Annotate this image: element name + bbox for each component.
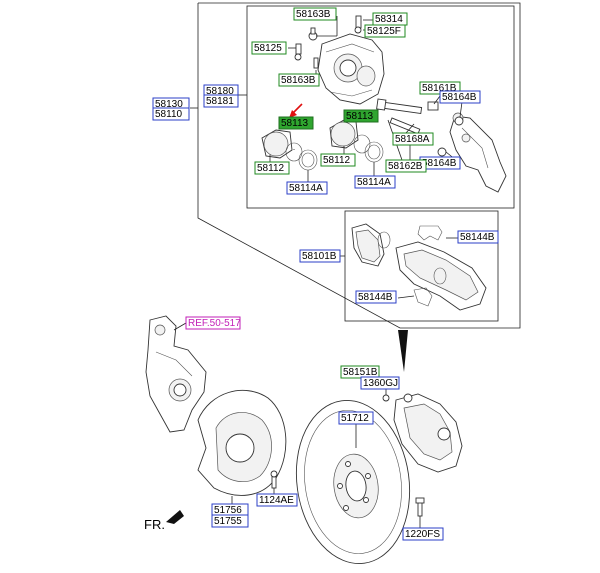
brake-pad-outer bbox=[395, 241, 487, 311]
label-58125F: 58125F bbox=[364, 24, 406, 38]
svg-text:51755: 51755 bbox=[214, 516, 242, 527]
label-58168A: 58168A bbox=[392, 132, 434, 146]
label-58144B-bot: 58144B bbox=[355, 290, 397, 304]
label-1124AE: 1124AE bbox=[256, 493, 298, 507]
svg-text:58130: 58130 bbox=[155, 99, 183, 110]
label-51712: 51712 bbox=[338, 411, 374, 425]
label-1220FS: 1220FS bbox=[402, 527, 444, 541]
svg-text:51756: 51756 bbox=[214, 505, 242, 516]
svg-text:1360GJ: 1360GJ bbox=[363, 378, 398, 389]
svg-text:58168A: 58168A bbox=[395, 134, 430, 145]
label-51755: 51755 bbox=[211, 514, 249, 528]
svg-text:58113: 58113 bbox=[346, 111, 374, 122]
svg-text:51712: 51712 bbox=[341, 413, 369, 424]
front-direction-label: FR. bbox=[144, 517, 165, 532]
boot-58164B-bot bbox=[437, 147, 447, 157]
label-58144B-top: 58144B bbox=[457, 230, 499, 244]
svg-text:58144B: 58144B bbox=[358, 292, 393, 303]
svg-text:58144B: 58144B bbox=[460, 232, 495, 243]
pad-parts-box bbox=[344, 210, 499, 322]
bolt-58125 bbox=[294, 43, 302, 61]
label-58110: 58110 bbox=[152, 107, 190, 121]
label-ref-50-517[interactable]: REF.50-517 bbox=[185, 316, 241, 330]
caliper-parts-box bbox=[246, 5, 515, 209]
callout-pointer bbox=[398, 330, 408, 372]
label-58114A-right: 58114A bbox=[354, 175, 396, 189]
svg-text:58163B: 58163B bbox=[296, 9, 331, 20]
front-direction-indicator: FR. bbox=[144, 510, 184, 532]
boot-58161B bbox=[427, 101, 439, 111]
svg-text:58112: 58112 bbox=[323, 155, 351, 166]
label-58162B: 58162B bbox=[385, 159, 427, 173]
svg-text:58114A: 58114A bbox=[357, 177, 391, 188]
svg-text:58181: 58181 bbox=[206, 96, 234, 107]
svg-text:58163B: 58163B bbox=[281, 75, 316, 86]
svg-text:REF.50-517: REF.50-517 bbox=[188, 318, 241, 329]
guide-pin-upper bbox=[376, 98, 423, 115]
bleeder-screw bbox=[354, 15, 362, 34]
label-58163B: 58163B bbox=[278, 73, 320, 87]
label-58163B-top: 58163B bbox=[293, 7, 337, 21]
label-58112-right: 58112 bbox=[320, 153, 356, 167]
svg-text:58101B: 58101B bbox=[302, 251, 337, 262]
brake-disc bbox=[295, 399, 411, 565]
bolt-58163B bbox=[313, 57, 319, 69]
svg-text:58164B: 58164B bbox=[422, 158, 457, 169]
brake-pad-inner bbox=[351, 223, 385, 267]
svg-text:58164B: 58164B bbox=[442, 92, 477, 103]
svg-text:58125F: 58125F bbox=[367, 26, 401, 37]
caliper-assembly bbox=[393, 393, 463, 473]
guide-pin-lower bbox=[389, 117, 421, 135]
screw-1124AE bbox=[270, 470, 278, 489]
svg-text:58114A: 58114A bbox=[289, 183, 323, 194]
label-51756: 51756 bbox=[211, 503, 249, 517]
washer-1360GJ bbox=[382, 394, 390, 402]
pad-clip-upper bbox=[417, 225, 443, 241]
label-58151B: 58151B bbox=[340, 365, 380, 379]
svg-text:1124AE: 1124AE bbox=[259, 495, 294, 506]
label-58101B: 58101B bbox=[299, 249, 341, 263]
label-58130: 58130 bbox=[152, 97, 190, 111]
label-58114A-left: 58114A bbox=[286, 181, 328, 195]
svg-text:58314: 58314 bbox=[375, 14, 403, 25]
bolt-58163B-top bbox=[308, 27, 318, 41]
seal-left-1 bbox=[285, 142, 303, 162]
svg-text:58151B: 58151B bbox=[343, 367, 378, 378]
label-58113-left: 58113 bbox=[278, 116, 314, 130]
label-58314: 58314 bbox=[372, 12, 408, 26]
label-1360GJ: 1360GJ bbox=[360, 376, 400, 390]
label-58125: 58125 bbox=[251, 41, 287, 55]
caliper-housing bbox=[317, 33, 385, 105]
svg-text:58110: 58110 bbox=[155, 109, 183, 120]
label-58164B-top: 58164B bbox=[439, 90, 481, 104]
label-58180: 58180 bbox=[203, 84, 239, 98]
svg-text:1220FS: 1220FS bbox=[405, 529, 440, 540]
front-arrow-icon bbox=[166, 510, 184, 524]
svg-text:58180: 58180 bbox=[206, 86, 234, 97]
seal-right-1 bbox=[353, 134, 371, 154]
piston-right bbox=[329, 119, 359, 149]
caliper-frame-outline bbox=[197, 2, 521, 329]
label-58112-left: 58112 bbox=[254, 161, 290, 175]
highlight-arrow bbox=[289, 103, 303, 118]
piston-left bbox=[261, 129, 293, 159]
svg-text:58112: 58112 bbox=[257, 163, 285, 174]
steering-knuckle bbox=[145, 315, 207, 433]
bolt-1220FS bbox=[415, 497, 425, 517]
svg-text:58113: 58113 bbox=[281, 118, 309, 129]
svg-text:58162B: 58162B bbox=[388, 161, 423, 172]
label-58113-right: 58113 bbox=[343, 109, 379, 123]
label-58181: 58181 bbox=[203, 94, 239, 108]
pad-clip-lower bbox=[413, 287, 433, 307]
svg-text:58161B: 58161B bbox=[422, 83, 457, 94]
svg-text:58125: 58125 bbox=[254, 43, 282, 54]
dust-shield bbox=[197, 389, 287, 496]
boot-58164B-top bbox=[454, 116, 464, 126]
